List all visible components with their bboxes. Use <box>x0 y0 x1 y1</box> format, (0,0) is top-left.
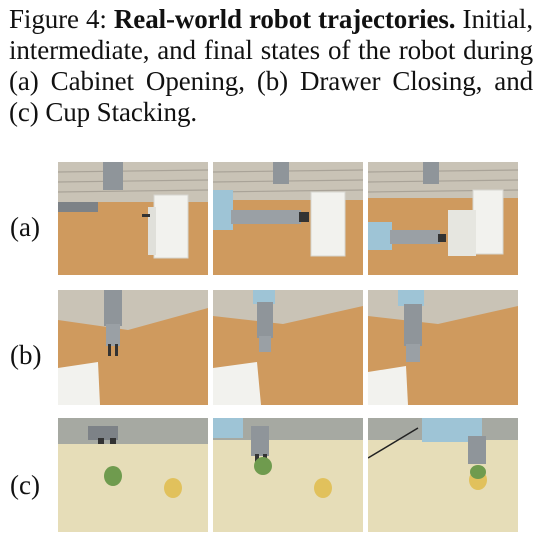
row-label-c: (c) <box>10 470 40 500</box>
photo-drawer-closing-intermediate <box>213 290 363 405</box>
row-label-b: (b) <box>10 340 42 370</box>
photo-cup-stacking-initial <box>58 418 208 532</box>
photo-drawer-closing-final <box>368 290 518 405</box>
row-label-a: (a) <box>10 212 40 242</box>
photo-cup-stacking-intermediate <box>213 418 363 532</box>
figure-caption: Figure 4: Real-world robot trajectories.… <box>9 4 533 128</box>
caption-title: Real-world robot trajectories. <box>113 4 456 34</box>
photo-cabinet-opening-initial <box>58 162 208 275</box>
photo-cabinet-opening-intermediate <box>213 162 363 275</box>
caption-prefix: Figure 4: <box>9 4 107 34</box>
photo-drawer-closing-initial <box>58 290 208 405</box>
photo-cup-stacking-final <box>368 418 518 532</box>
caption-body: Initial, intermediate, and final states … <box>9 4 533 127</box>
photo-cabinet-opening-final <box>368 162 518 275</box>
